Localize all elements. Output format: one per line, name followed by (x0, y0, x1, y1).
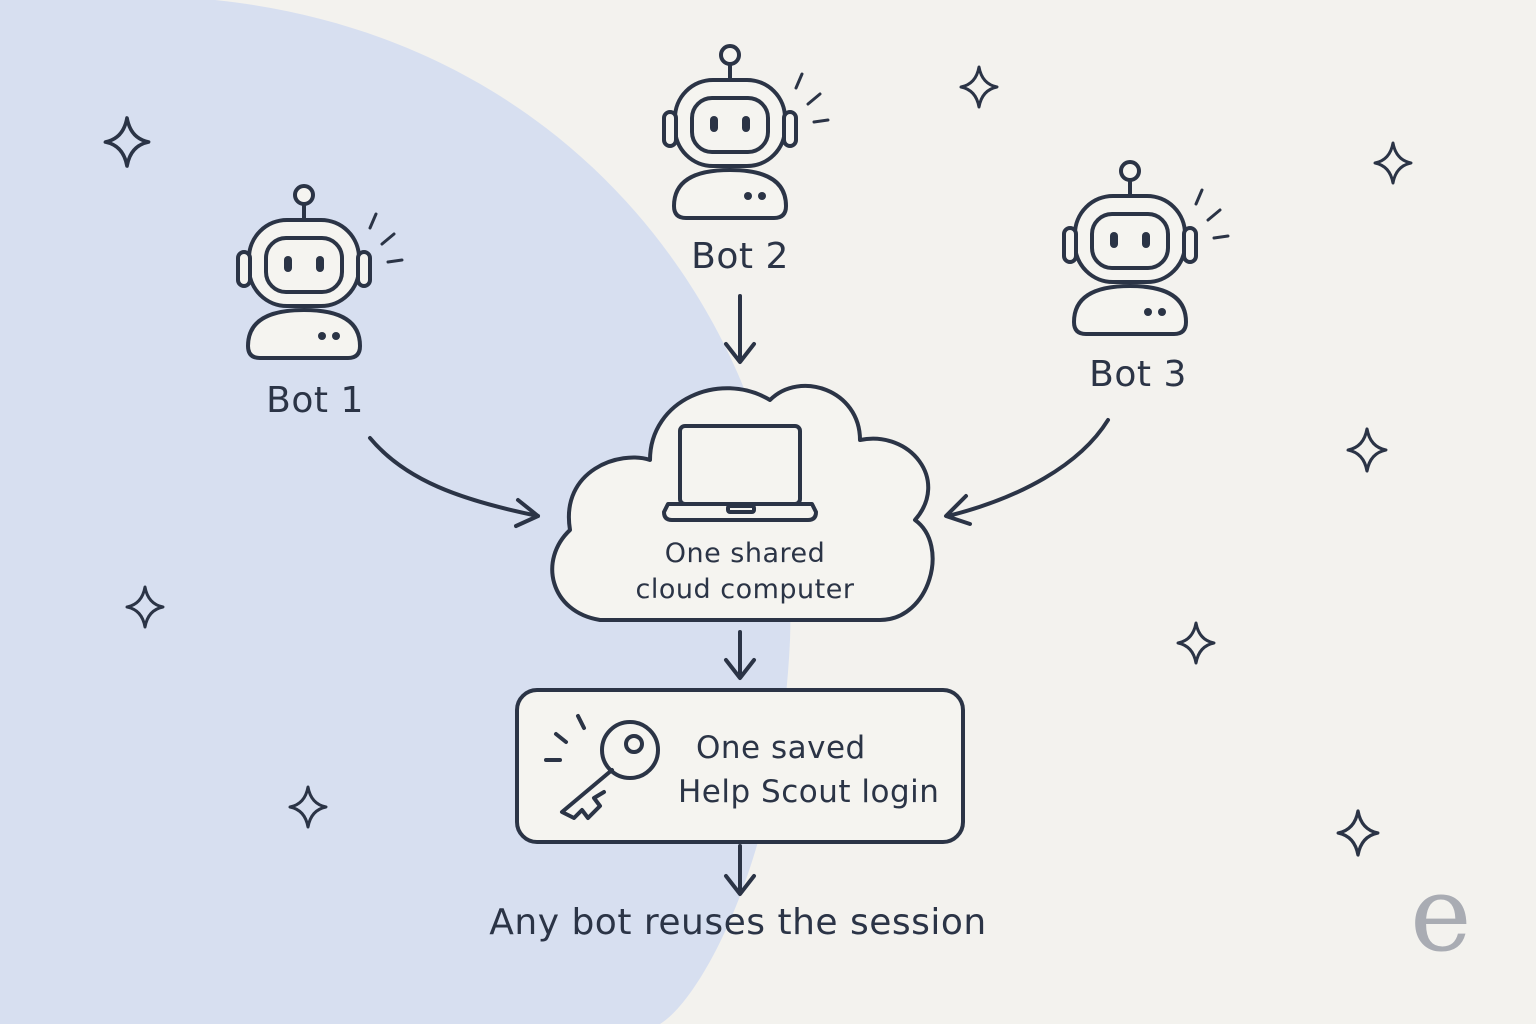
arrowhead (724, 658, 756, 680)
arrow-bot1-to-cloud (368, 436, 540, 518)
sparkle-icon (1176, 621, 1216, 665)
robot-icon-bot-2 (662, 44, 830, 220)
brand-logo: e (1410, 853, 1472, 975)
login-label-line-1: One saved (696, 730, 866, 766)
arrowhead (514, 498, 540, 528)
cloud-label: One shared cloud computer (636, 536, 855, 608)
sparkle-icon (1336, 809, 1380, 857)
sparkle-icon (959, 65, 999, 109)
bot-3-label: Bot 3 (1089, 354, 1187, 395)
login-label-line-2: Help Scout login (678, 774, 940, 810)
diagram-caption: Any bot reuses the session (489, 902, 987, 943)
login-label: One saved Help Scout login (678, 726, 939, 814)
arrowhead (724, 342, 756, 364)
sparkle-icon (1373, 141, 1413, 185)
bot-1-label: Bot 1 (266, 380, 364, 421)
arrowhead (724, 874, 756, 896)
arrow-bot3-to-cloud (946, 418, 1110, 518)
bot-2-label: Bot 2 (691, 236, 789, 277)
laptop-icon (662, 424, 818, 522)
sparkle-icon (1346, 427, 1388, 473)
arrowhead (944, 494, 972, 526)
robot-icon-bot-3 (1062, 160, 1230, 336)
key-icon (544, 714, 660, 820)
cloud-label-line-2: cloud computer (635, 574, 855, 605)
cloud-label-line-1: One shared (664, 538, 826, 569)
